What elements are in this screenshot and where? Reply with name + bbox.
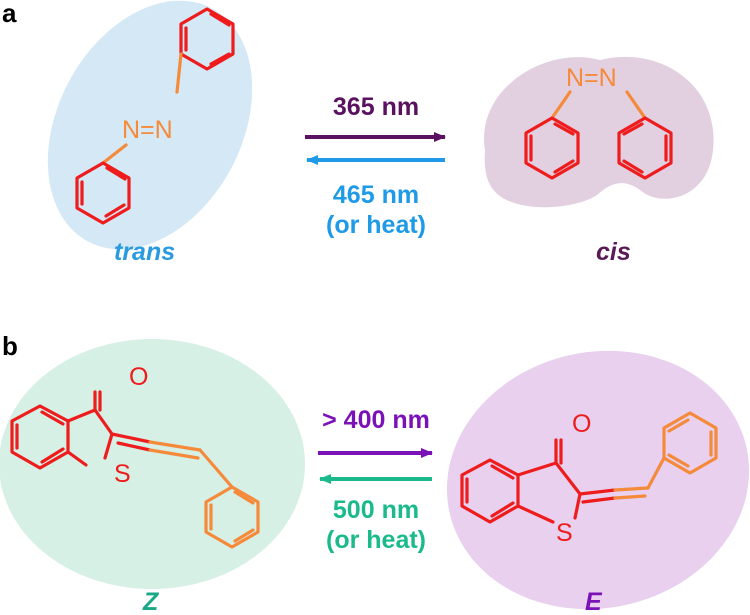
- cis-right-phenyl-ring: [617, 116, 673, 180]
- e-c3a-c3-bond: [516, 461, 558, 477]
- z-sulfur-label: S: [114, 460, 131, 488]
- e-exocyclic-double-bond-c: [581, 496, 617, 504]
- e-c3-c2-bond: [554, 461, 582, 496]
- trans-azo-nitrogen-label: N=N: [122, 116, 173, 144]
- trans-lower-n-bond: [101, 143, 128, 165]
- e-isomer-label: E: [585, 588, 603, 615]
- panel-a-letter: a: [2, 0, 17, 28]
- e-exocyclic-double-bond-a: [578, 488, 617, 496]
- z-exocyclic-double-bond-d: [148, 448, 200, 460]
- z-exocyclic-double-bond-b: [148, 440, 202, 452]
- trans-upper-phenyl-ring: [179, 7, 235, 71]
- trans-azobenzene-structure: N=N: [75, 7, 235, 225]
- panel-b-letter: b: [2, 331, 18, 361]
- cis-azobenzene-structure: N=N: [524, 64, 673, 180]
- z-oxygen-label: O: [129, 363, 148, 391]
- z-exocyclic-double-bond-c: [116, 441, 152, 452]
- e-exocyclic-double-bond-d: [613, 494, 647, 500]
- forward-condition-365nm: 365 nm: [333, 93, 419, 121]
- z-phenyl-ring: [204, 485, 260, 549]
- e-vinyl-phenyl-bond: [646, 456, 666, 490]
- z-vinyl-phenyl-bond: [198, 448, 234, 489]
- cis-left-phenyl-ring: [524, 116, 580, 180]
- reverse-condition-heat-a: (or heat): [326, 211, 426, 239]
- z-c3-c2-bond: [93, 408, 114, 436]
- z-c3a-c3-bond: [66, 408, 97, 423]
- cis-left-n-bond: [550, 90, 572, 120]
- z-c2-s-bond: [103, 432, 114, 460]
- z-s-c7a-bond: [66, 450, 88, 467]
- cis-background-blob: [484, 56, 714, 208]
- reverse-condition-heat-b: (or heat): [326, 526, 426, 554]
- e-background-blob: [446, 350, 750, 610]
- z-thioaurone-structure: S O: [10, 363, 260, 549]
- reverse-condition-465nm: 465 nm: [333, 181, 419, 209]
- e-thioaurone-structure: S O: [460, 410, 718, 547]
- e-c2-s-bond: [573, 492, 582, 520]
- e-phenyl-ring: [662, 411, 718, 475]
- e-oxygen-label: O: [572, 410, 591, 438]
- trans-background-blob: [47, 0, 253, 250]
- reverse-condition-500nm: 500 nm: [333, 496, 419, 524]
- cis-azo-nitrogen-label: N=N: [566, 64, 617, 92]
- e-exocyclic-double-bond-b: [613, 486, 650, 492]
- e-sulfur-label: S: [556, 519, 573, 547]
- forward-condition-400nm: > 400 nm: [322, 406, 430, 434]
- cis-isomer-label: cis: [596, 238, 631, 266]
- e-s-c7a-bond: [516, 504, 555, 524]
- trans-upper-n-bond: [175, 52, 183, 94]
- z-isomer-label: Z: [142, 588, 160, 615]
- trans-isomer-label: trans: [114, 238, 175, 266]
- z-background-blob: [0, 339, 305, 589]
- z-exocyclic-double-bond-a: [110, 432, 152, 444]
- trans-lower-phenyl-ring: [75, 161, 131, 225]
- cis-right-n-bond: [625, 90, 647, 120]
